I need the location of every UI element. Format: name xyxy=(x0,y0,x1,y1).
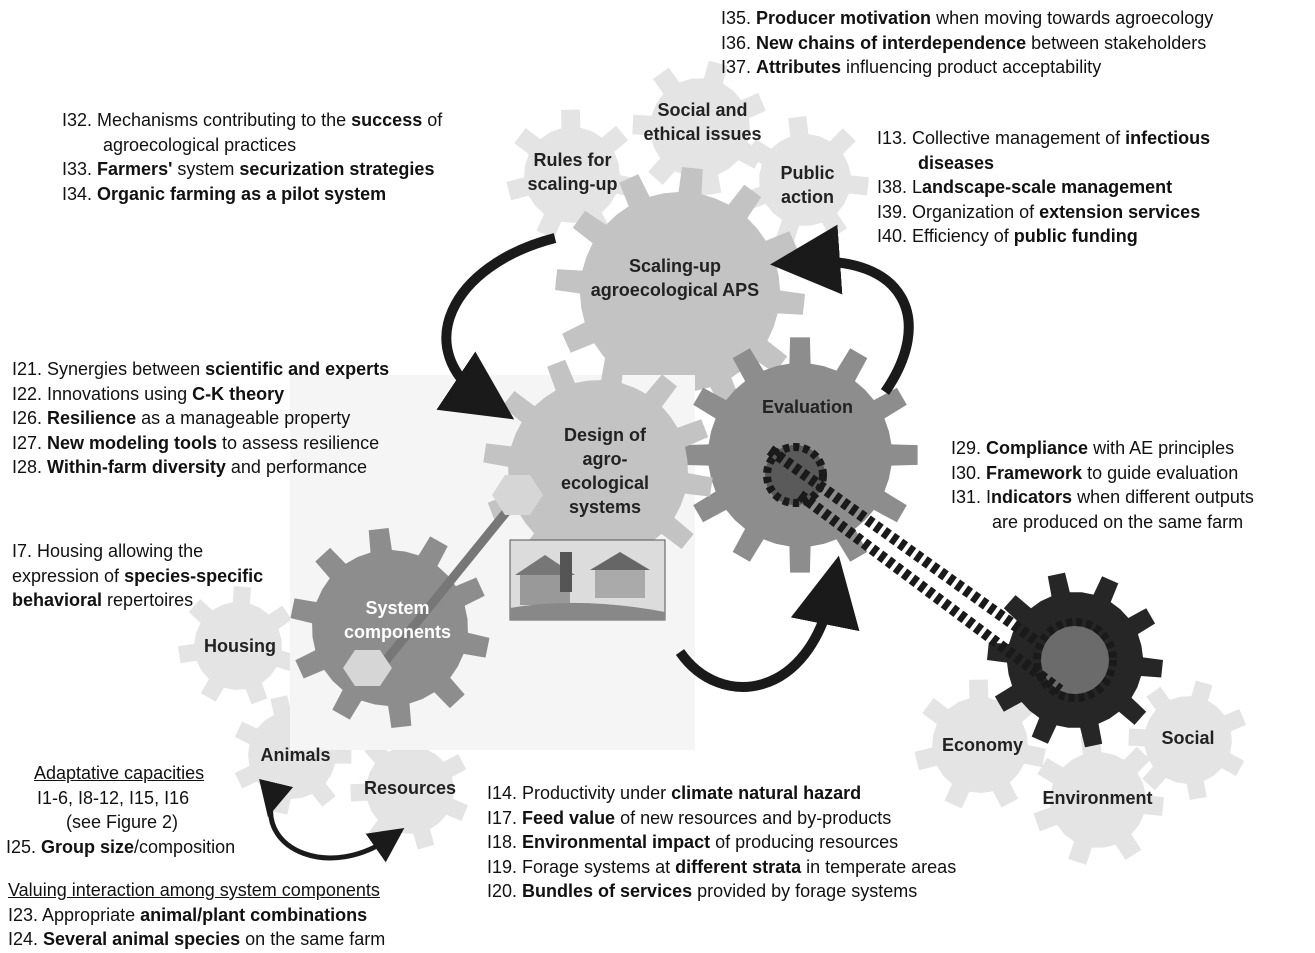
gear-label-resources: Resources xyxy=(363,778,457,798)
issue-line: I18. Environmental impact of producing r… xyxy=(487,832,899,853)
gear-label-design: Design of agro-ecological systems xyxy=(560,425,650,517)
gear-label-economy: Economy xyxy=(941,735,1024,755)
hex-nut-design xyxy=(492,475,543,515)
issues-public-action: I13. Collective management of infectious… xyxy=(877,128,1211,247)
gear-label-environment: Environment xyxy=(1042,788,1153,808)
arrow-evaluation-to-scaling xyxy=(770,224,914,395)
issues-animals: Adaptative capacities I1-6, I8-12, I15, … xyxy=(6,763,236,857)
issue-line: I26. Resilience as a manageable property xyxy=(12,408,351,429)
link-rod xyxy=(366,492,524,683)
issue-line: I35. Producer motivation when moving tow… xyxy=(721,8,1214,28)
issues-evaluation: I29. Compliance with AE principles I30. … xyxy=(951,438,1254,532)
issue-line: I27. New modeling tools to assess resili… xyxy=(12,432,380,453)
farm-illustration xyxy=(509,539,666,621)
gear-public-action xyxy=(742,116,869,243)
gear-design xyxy=(483,355,713,585)
issues-valuing-interaction: Valuing interaction among system compone… xyxy=(8,880,386,950)
issue-line: I37. Attributes influencing product acce… xyxy=(721,57,1102,78)
drive-belt xyxy=(763,443,1117,702)
issues-design: I21. Synergies between scientific and ex… xyxy=(12,357,389,480)
gear-social xyxy=(1128,680,1247,800)
issues-housing: I7. Housing allowing the expression of s… xyxy=(12,541,264,611)
issue-line: I36. New chains of interdependence betwe… xyxy=(721,32,1207,53)
hub-sustainability xyxy=(1041,626,1109,694)
issue-line: I21. Synergies between scientific and ex… xyxy=(12,359,390,379)
arrow-animals-resources xyxy=(259,778,405,863)
issue-line: I17. Feed value of new resources and by-… xyxy=(487,807,892,828)
issues-social-ethical: I35. Producer motivation when moving tow… xyxy=(721,6,1213,80)
gear-label-animals: Animals xyxy=(260,745,331,765)
issue-line: I19. Forage systems at different strata … xyxy=(487,856,957,877)
arrow-scaling-to-design xyxy=(436,233,557,420)
gear-rules-scaling xyxy=(506,109,638,239)
issue-line: I20. Bundles of services provided by for… xyxy=(487,881,918,902)
gear-label-evaluation: Evaluation xyxy=(761,397,854,417)
gear-economy xyxy=(914,679,1046,809)
gear-system-components xyxy=(290,528,490,728)
issues-rules-scaling: I32. Mechanisms contributing to the succ… xyxy=(62,110,443,204)
gear-label-social-ethical: Social and ethical issues xyxy=(643,100,762,144)
issue-line: I22. Innovations using C-K theory xyxy=(12,383,285,404)
gear-label-social: Social xyxy=(1161,728,1215,748)
gear-housing xyxy=(178,586,298,705)
gear-label-public-action: Public action xyxy=(780,163,835,207)
issue-line: I14. Productivity under climate natural … xyxy=(487,783,862,803)
gear-environment xyxy=(1033,734,1164,865)
gear-label-scaling-up: Scaling-up agroecological APS xyxy=(590,256,760,300)
gear-label-system-components: System components xyxy=(343,598,451,642)
issues-resources: I14. Productivity under climate natural … xyxy=(487,781,956,904)
issue-line: I28. Within-farm diversity and performan… xyxy=(12,457,367,478)
arrow-design-to-evaluation xyxy=(675,555,860,692)
gear-label-rules-scaling: Rules for scaling-up xyxy=(527,150,618,194)
hex-nut-components xyxy=(343,650,392,686)
gear-social-ethical xyxy=(632,60,766,196)
gear-label-housing: Housing xyxy=(204,636,276,656)
